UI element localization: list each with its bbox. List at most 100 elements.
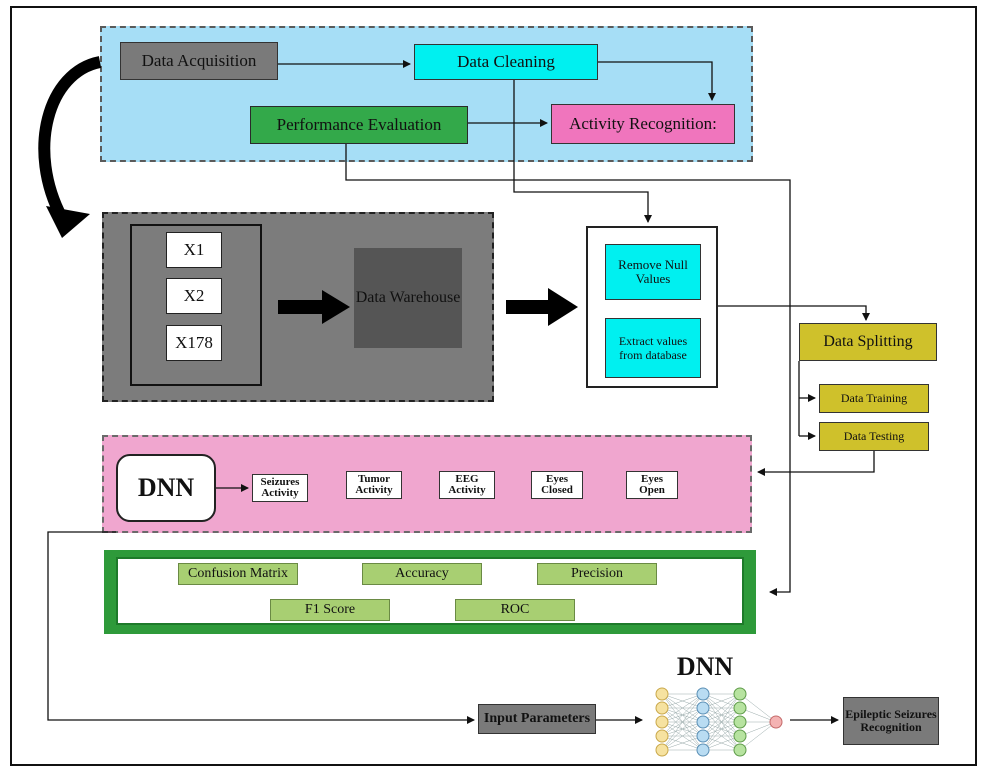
data-testing-box: Data Testing <box>819 422 929 451</box>
class-eyes-open: Eyes Open <box>626 471 678 499</box>
nn-node <box>655 687 669 701</box>
nn-link <box>661 707 704 751</box>
nn-link <box>702 693 741 751</box>
metric-precision-label: Precision <box>570 566 624 581</box>
metric-precision: Precision <box>537 563 657 585</box>
class-tumor-activity-label: Tumor Activity <box>355 473 393 496</box>
nn-link <box>661 693 704 737</box>
curved-flow-arrowhead <box>46 206 90 238</box>
nn-link <box>702 693 741 723</box>
metric-accuracy: Accuracy <box>362 563 482 585</box>
input-parameters-label: Input Parameters <box>483 711 591 726</box>
nn-link <box>702 693 741 737</box>
data-cleaning-label: Data Cleaning <box>457 52 555 71</box>
performance-evaluation-label: Performance Evaluation <box>276 115 442 134</box>
metric-roc: ROC <box>455 599 575 621</box>
class-eeg-activity: EEG Activity <box>439 471 495 499</box>
extract-values-box: Extract values from database <box>605 318 701 378</box>
data-warehouse-label: Data Warehouse <box>355 289 461 306</box>
metric-confusion-matrix: Confusion Matrix <box>178 563 298 585</box>
nn-node <box>655 729 669 743</box>
nn-link <box>661 693 704 751</box>
nn-link <box>661 721 704 751</box>
arrow-panel-to-splitting <box>718 305 870 321</box>
dnn-network-title: DNN <box>650 650 760 684</box>
activity-recognition-box: Activity Recognition: <box>551 104 735 144</box>
data-training-box: Data Training <box>819 384 929 413</box>
line-dnn-to-input-parameters <box>47 531 475 724</box>
feature-x1-label: X1 <box>183 240 205 259</box>
nn-node <box>655 715 669 729</box>
nn-node <box>733 687 747 701</box>
nn-link <box>739 721 777 751</box>
line-cleaning-to-panel <box>513 80 652 223</box>
nn-node <box>696 687 710 701</box>
nn-node <box>733 701 747 715</box>
nn-link <box>702 693 741 709</box>
arrow-cleaning-to-recognition <box>598 61 716 101</box>
performance-evaluation-box: Performance Evaluation <box>250 106 468 144</box>
nn-node <box>769 715 783 729</box>
curved-flow-arrow <box>38 56 102 221</box>
data-acquisition-box: Data Acquisition <box>120 42 278 80</box>
block-arrow-features-to-warehouse <box>278 290 350 324</box>
data-warehouse-box: Data Warehouse <box>354 248 462 348</box>
dnn-network-title-label: DNN <box>676 652 734 681</box>
nn-link <box>661 735 704 751</box>
nn-node <box>696 701 710 715</box>
input-parameters-box: Input Parameters <box>478 704 596 734</box>
nn-link <box>661 693 704 723</box>
nn-node <box>733 729 747 743</box>
metric-accuracy-label: Accuracy <box>395 566 449 581</box>
metric-f1-score-label: F1 Score <box>304 602 356 617</box>
epileptic-seizures-recognition-box: Epileptic Seizures Recognition <box>843 697 939 745</box>
feature-x178-label: X178 <box>175 333 213 352</box>
class-eyes-open-label: Eyes Open <box>639 473 665 496</box>
remove-null-values-box: Remove Null Values <box>605 244 701 300</box>
class-seizures-activity: Seizures Activity <box>252 474 308 502</box>
nn-link <box>702 707 741 751</box>
class-seizures-activity-label: Seizures Activity <box>260 476 300 499</box>
nn-node <box>655 743 669 757</box>
nn-link <box>702 735 741 751</box>
feature-x2-label: X2 <box>183 286 205 305</box>
block-arrow-warehouse-to-cleaning <box>506 288 578 326</box>
feature-x1: X1 <box>166 232 222 268</box>
class-eyes-closed: Eyes Closed <box>531 471 583 499</box>
nn-node <box>655 701 669 715</box>
nn-node <box>733 743 747 757</box>
remove-null-values-label: Remove Null Values <box>618 257 688 286</box>
nn-link <box>702 721 741 751</box>
class-eeg-activity-label: EEG Activity <box>448 473 486 496</box>
metric-confusion-matrix-label: Confusion Matrix <box>188 566 288 581</box>
class-eyes-closed-label: Eyes Closed <box>541 473 573 496</box>
nn-node <box>696 729 710 743</box>
metric-f1-score: F1 Score <box>270 599 390 621</box>
feature-x2: X2 <box>166 278 222 314</box>
dnn-model-label: DNN <box>137 473 195 502</box>
nn-link <box>661 693 704 709</box>
data-splitting-box: Data Splitting <box>799 323 937 361</box>
class-tumor-activity: Tumor Activity <box>346 471 402 499</box>
data-training-label: Data Training <box>840 391 908 405</box>
line-evaluation-to-metrics <box>345 144 791 596</box>
extract-values-label: Extract values from database <box>618 334 688 362</box>
nn-link <box>739 693 777 723</box>
nn-node <box>733 715 747 729</box>
nn-node <box>696 715 710 729</box>
data-acquisition-label: Data Acquisition <box>141 51 257 70</box>
dnn-model-box: DNN <box>116 454 216 522</box>
arrow-testing-to-dnn <box>757 451 875 476</box>
nn-node <box>696 743 710 757</box>
neural-network-diagram <box>655 687 783 757</box>
data-splitting-label: Data Splitting <box>823 333 913 350</box>
activity-recognition-label: Activity Recognition: <box>569 114 717 133</box>
metric-roc-label: ROC <box>500 602 530 617</box>
data-testing-label: Data Testing <box>843 429 905 443</box>
data-cleaning-box: Data Cleaning <box>414 44 598 80</box>
features-group <box>130 224 262 386</box>
epileptic-seizures-recognition-label: Epileptic Seizures Recognition <box>845 707 937 734</box>
feature-x178: X178 <box>166 325 222 361</box>
outer-frame <box>10 6 977 766</box>
